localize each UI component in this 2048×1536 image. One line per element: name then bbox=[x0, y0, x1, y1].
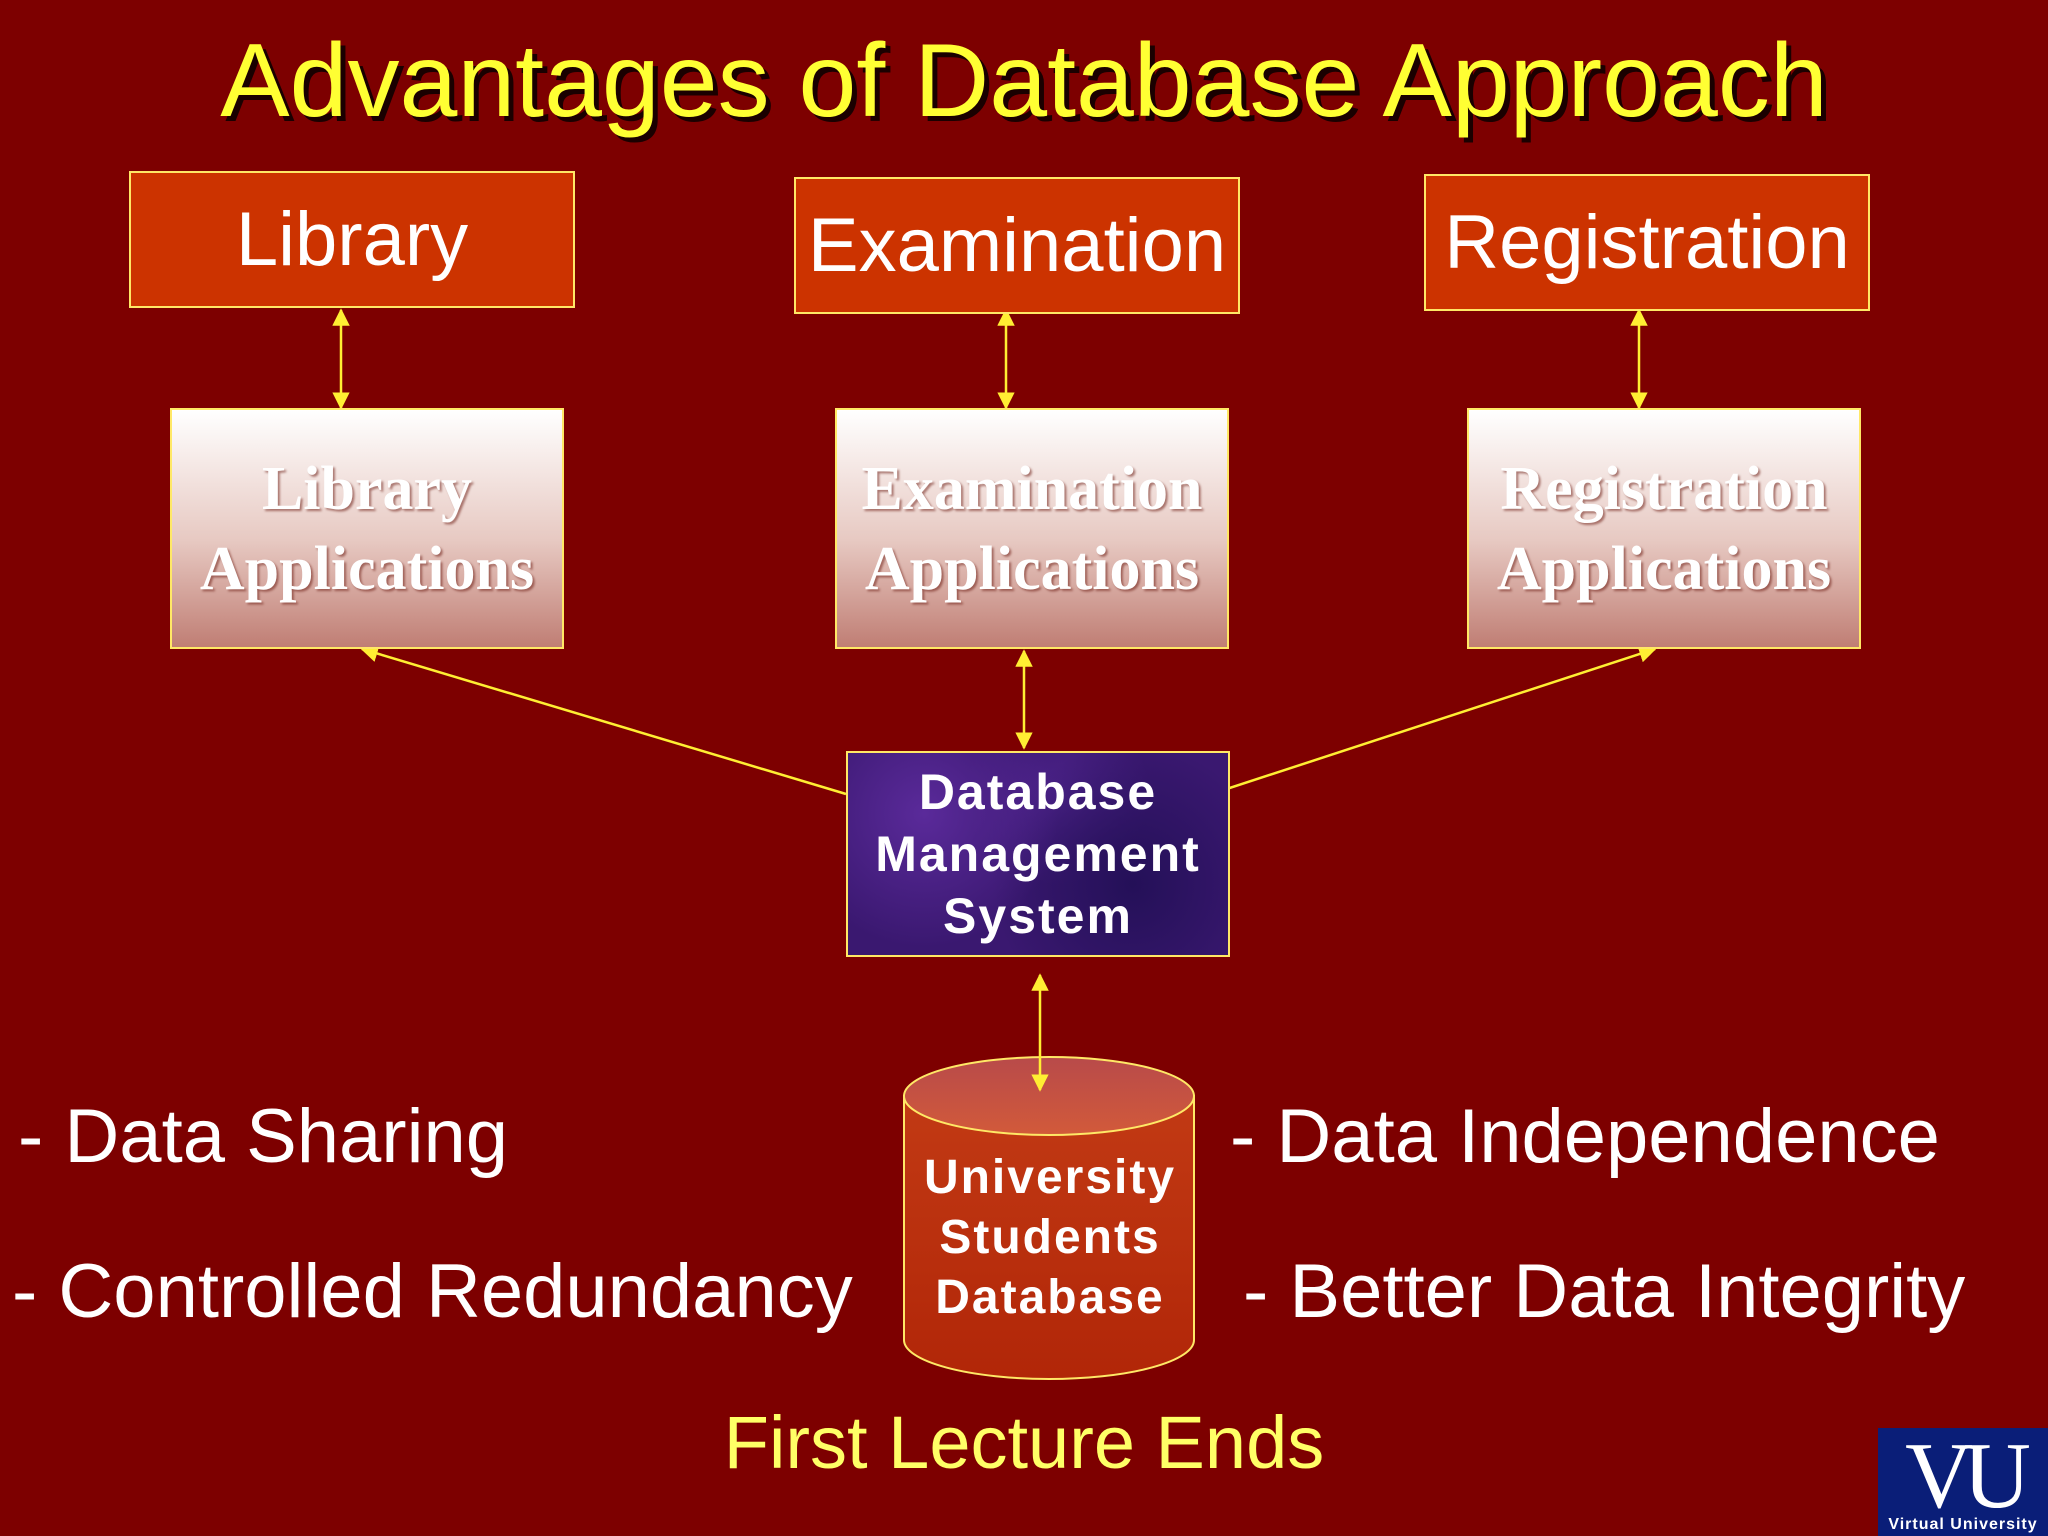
advantage-better-data-integrity: - Better Data Integrity bbox=[1243, 1249, 1966, 1334]
arrow-dbms-registration bbox=[1194, 645, 1657, 803]
lecture-end-text: First Lecture Ends bbox=[723, 1401, 1325, 1484]
application-registration-line1: Registration bbox=[1500, 454, 1828, 523]
application-examination-line1: Examination bbox=[861, 454, 1203, 523]
dbms-line3: System bbox=[943, 888, 1133, 944]
department-examination: Examination bbox=[794, 177, 1240, 314]
department-library: Library bbox=[129, 171, 575, 308]
arrow-dbms-library bbox=[360, 645, 847, 796]
database-line3: Database bbox=[935, 1271, 1165, 1324]
advantage-data-sharing: - Data Sharing bbox=[18, 1094, 509, 1179]
application-library: Library Applications bbox=[170, 408, 564, 649]
virtual-university-logo: VU Virtual University bbox=[1878, 1428, 2048, 1536]
logo-caption: Virtual University bbox=[1888, 1516, 2038, 1533]
database-label: University Students Database bbox=[900, 1148, 1200, 1328]
application-registration: Registration Applications bbox=[1467, 408, 1861, 649]
application-library-line2: Applications bbox=[199, 534, 535, 603]
database-cylinder bbox=[903, 1056, 1195, 1380]
application-registration-line2: Applications bbox=[1496, 534, 1832, 603]
dbms-box: Database Management System bbox=[846, 751, 1230, 957]
database-line1: University bbox=[923, 1151, 1177, 1204]
dbms-line1: Database bbox=[918, 764, 1158, 820]
logo-mark: VU bbox=[1905, 1428, 2031, 1528]
department-registration: Registration bbox=[1424, 174, 1870, 311]
application-library-line1: Library bbox=[261, 454, 473, 523]
dbms-line2: Management bbox=[875, 826, 1201, 882]
application-examination: Examination Applications bbox=[835, 408, 1229, 649]
slide-title: Advantages of Database Approach bbox=[220, 23, 1828, 139]
database-line2: Students bbox=[939, 1211, 1161, 1264]
advantage-controlled-redundancy: - Controlled Redundancy bbox=[12, 1249, 853, 1334]
advantage-data-independence: - Data Independence bbox=[1230, 1094, 1940, 1179]
application-examination-line2: Applications bbox=[864, 534, 1200, 603]
